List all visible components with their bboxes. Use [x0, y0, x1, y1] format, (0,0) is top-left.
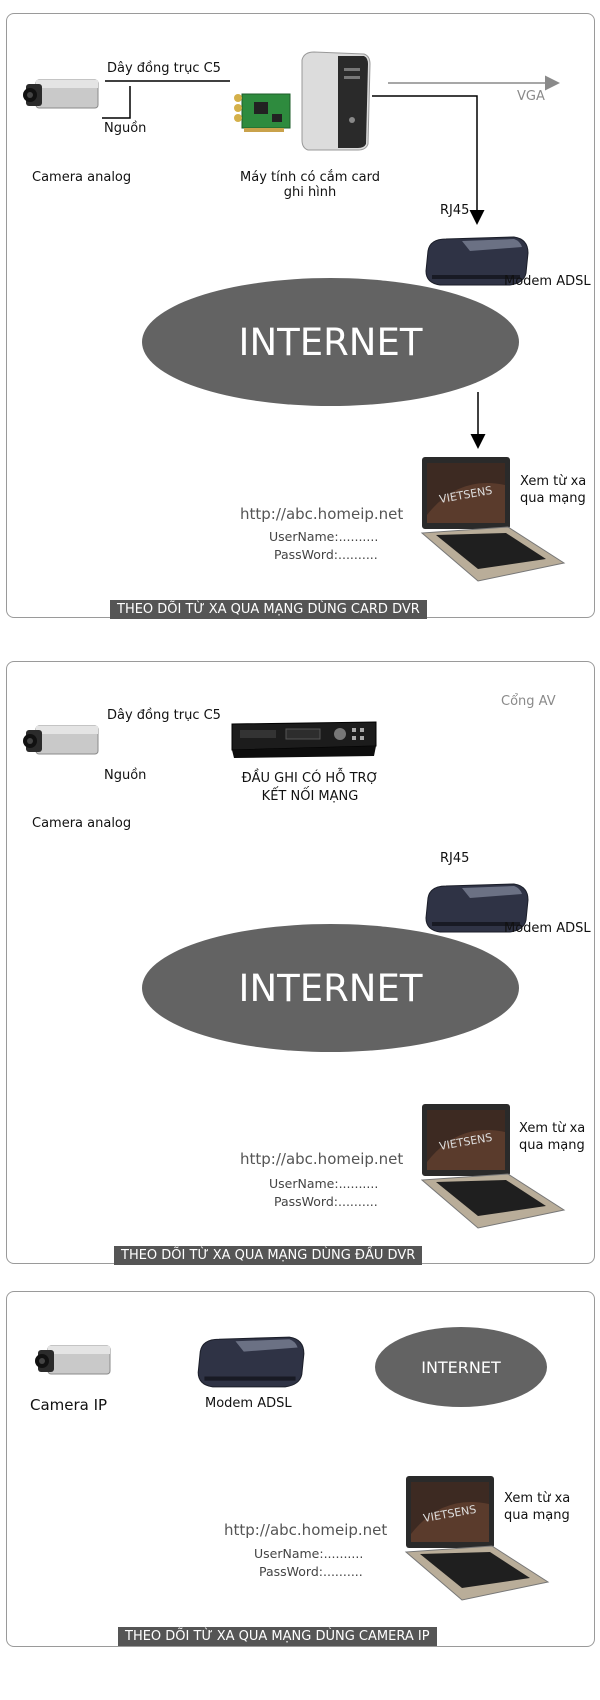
url-text: http://abc.homeip.net: [224, 1521, 388, 1539]
laptop-icon: VIETSENS: [420, 1104, 566, 1229]
panel-caption: THEO DÕI TỪ XA QUA MẠNG DÙNG CARD DVR: [110, 600, 427, 619]
internet-cloud: INTERNET: [142, 924, 519, 1052]
panel-caption: THEO DÕI TỪ XA QUA MẠNG DÙNG CAMERA IP: [118, 1627, 437, 1646]
username-text: UserName:..........: [269, 529, 379, 544]
view-label: Xem từ xa qua mạng: [519, 1120, 585, 1154]
view-label-line1: Xem từ xa: [504, 1491, 571, 1506]
internet-cloud: INTERNET: [375, 1327, 547, 1407]
analog-camera-icon: [23, 79, 99, 109]
internet-label: INTERNET: [238, 966, 423, 1010]
modem-icon: [425, 236, 529, 286]
view-label-line1: Xem từ xa: [519, 1121, 586, 1136]
view-label-line2: qua mạng: [519, 1138, 585, 1153]
cable-label: Dây đồng trục C5: [107, 708, 221, 723]
analog-camera-icon: [23, 725, 99, 755]
av-port-label: Cổng AV: [501, 694, 556, 709]
username-text: UserName:..........: [269, 1176, 379, 1191]
camera-label: Camera IP: [30, 1396, 108, 1414]
pc-label-line2: ghi hình: [283, 185, 337, 200]
modem-icon: [425, 883, 529, 933]
internet-cloud: INTERNET: [142, 278, 519, 406]
camera-label: Camera analog: [32, 170, 132, 185]
ip-camera-icon: [35, 1345, 111, 1375]
view-label: Xem từ xa qua mạng: [520, 473, 586, 507]
username-text: UserName:..........: [254, 1546, 364, 1561]
capture-card-icon: [234, 93, 291, 132]
power-label: Nguồn: [104, 768, 147, 783]
power-label: Nguồn: [104, 121, 147, 136]
modem-label: Modem ADSL: [504, 921, 591, 936]
rj45-label: RJ45: [440, 203, 470, 218]
password-text: PassWord:..........: [259, 1564, 363, 1579]
dvr-label-line1: ĐẦU GHI CÓ HỖ TRỢ: [241, 771, 379, 786]
password-text: PassWord:..........: [274, 547, 378, 562]
camera-label: Camera analog: [32, 816, 132, 831]
view-label-line1: Xem từ xa: [520, 474, 587, 489]
internet-label: INTERNET: [238, 320, 423, 364]
modem-icon: [197, 1336, 305, 1388]
computer-tower-icon: [301, 51, 371, 151]
dvr-recorder-icon: [231, 721, 377, 758]
internet-label: INTERNET: [421, 1357, 501, 1377]
laptop-icon: VIETSENS: [420, 457, 566, 582]
view-label-line2: qua mạng: [520, 491, 586, 506]
view-label: Xem từ xa qua mạng: [504, 1490, 570, 1524]
password-text: PassWord:..........: [274, 1194, 378, 1209]
cable-label: Dây đồng trục C5: [107, 61, 221, 76]
url-text: http://abc.homeip.net: [240, 1150, 404, 1168]
modem-label: Modem ADSL: [504, 274, 591, 289]
panel-caption: THEO DÕI TỪ XA QUA MẠNG DÙNG ĐẦU DVR: [114, 1246, 423, 1265]
view-label-line2: qua mạng: [504, 1508, 570, 1523]
rj45-label: RJ45: [440, 851, 470, 866]
pc-label: Máy tính có cắm card ghi hình: [230, 170, 390, 200]
dvr-label-line2: KẾT NỐI MẠNG: [261, 789, 359, 804]
dvr-label: ĐẦU GHI CÓ HỖ TRỢ KẾT NỐI MẠNG: [220, 770, 400, 806]
url-text: http://abc.homeip.net: [240, 505, 404, 523]
modem-label: Modem ADSL: [205, 1396, 292, 1411]
laptop-icon: VIETSENS: [404, 1476, 550, 1601]
pc-label-line1: Máy tính có cắm card: [240, 170, 380, 185]
vga-label: VGA: [517, 89, 545, 104]
